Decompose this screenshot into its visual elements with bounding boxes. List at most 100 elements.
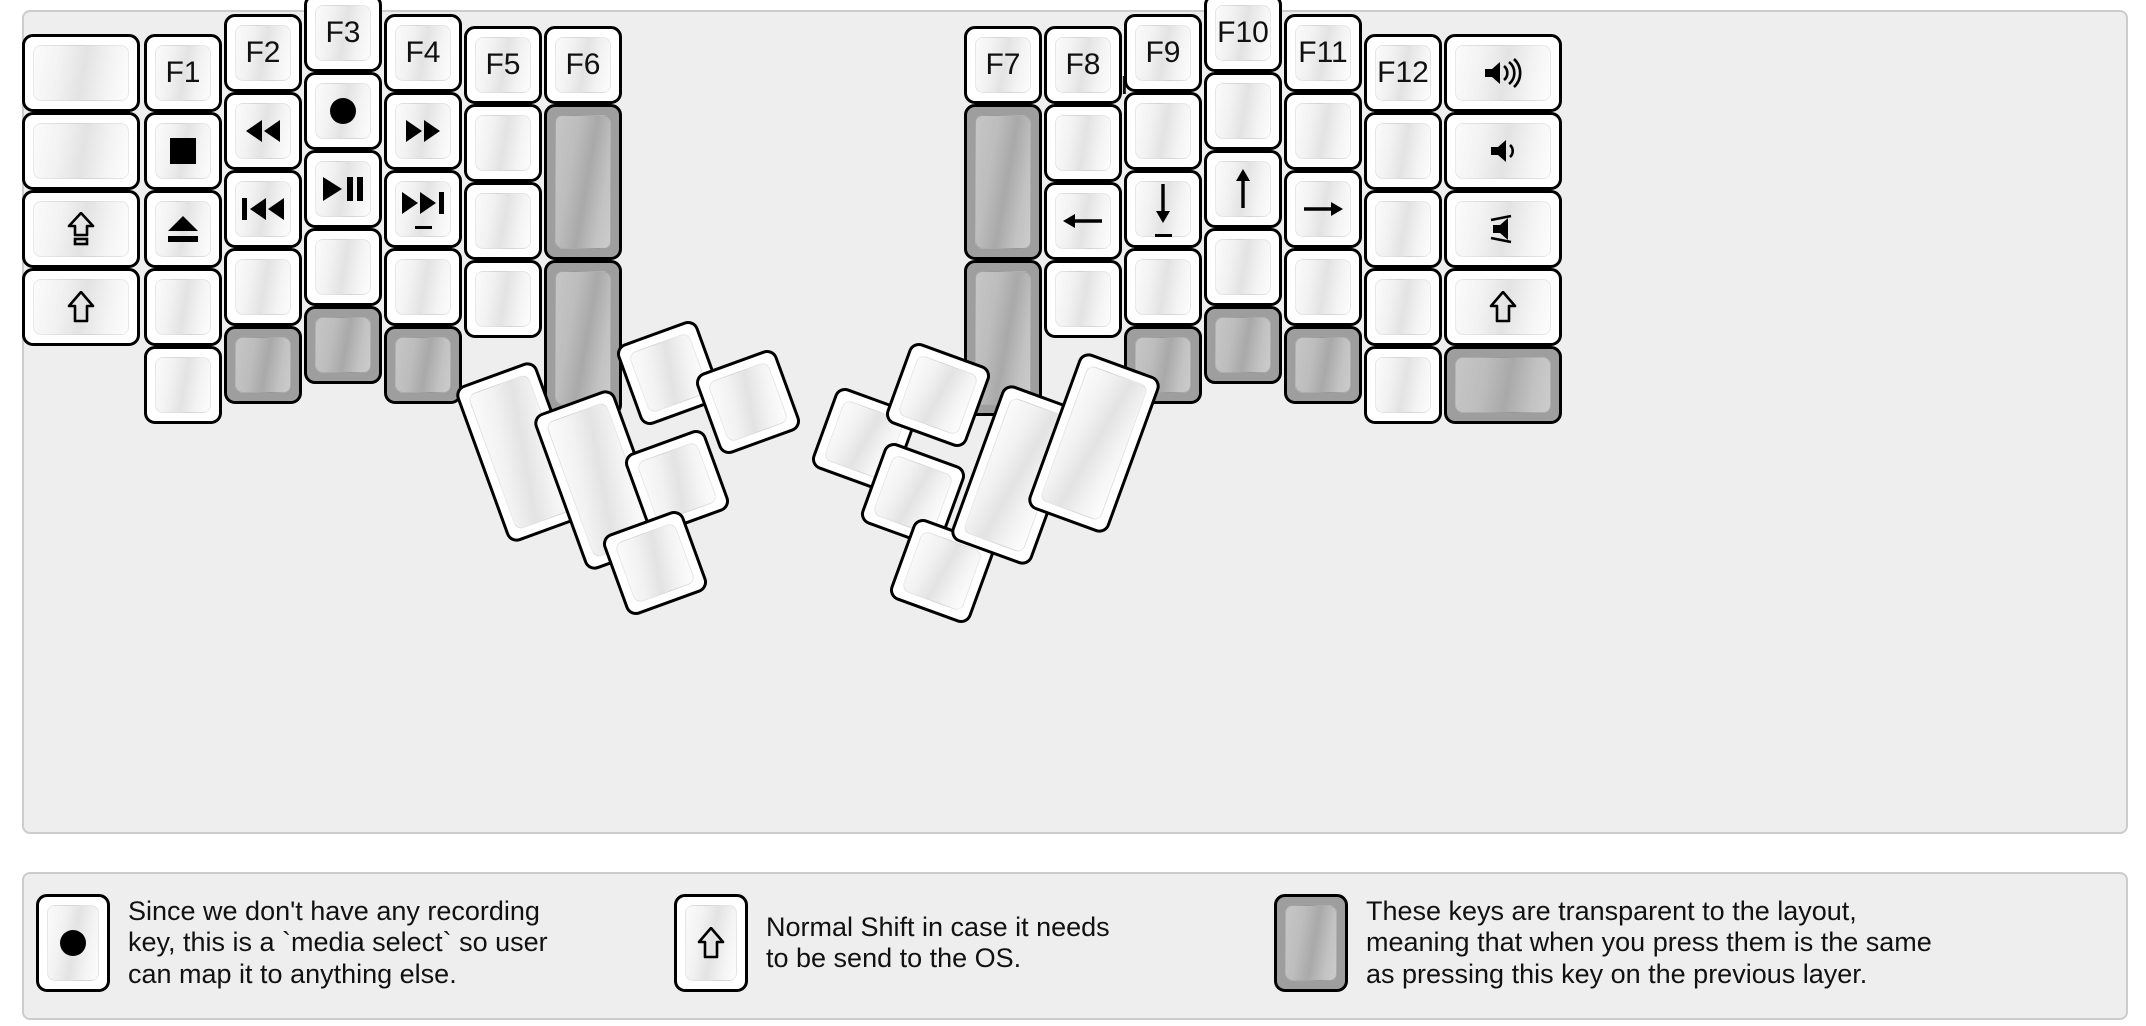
keycap [1375, 279, 1431, 335]
key-col-index-r1[interactable]: F9 [1124, 14, 1202, 92]
legend-bar: Since we don't have any recording key, t… [22, 872, 2128, 1020]
keycap [475, 271, 531, 327]
key-col-ring-r3[interactable] [224, 170, 302, 248]
key-col-pinky-r3[interactable] [144, 190, 222, 268]
keycap: F10 [1215, 5, 1271, 61]
key-col-ring-r5[interactable] [224, 326, 302, 404]
key-col-pinky-r5[interactable] [1364, 346, 1442, 424]
key-col-index-r5[interactable] [384, 326, 462, 404]
keycap: F3 [315, 5, 371, 61]
keycap [1215, 239, 1271, 295]
keycap [555, 271, 611, 405]
key-col-pinky-outer-r3[interactable] [1444, 190, 1562, 268]
key-col-index-r1[interactable]: F4 [384, 14, 462, 92]
key-col-middle-r5[interactable] [304, 306, 382, 384]
legend-text: Normal Shift in case it needs to be send… [766, 911, 1110, 973]
key-col-middle-r4[interactable] [304, 228, 382, 306]
key-col-innermost-r2[interactable] [964, 104, 1042, 260]
keycap [1375, 123, 1431, 179]
key-col-middle-r2[interactable] [304, 72, 382, 150]
key-col-middle-r3[interactable] [304, 150, 382, 228]
key-col-innermost-r1[interactable]: F7 [964, 26, 1042, 104]
key-col-ring-r5[interactable] [1284, 326, 1362, 404]
key-col-index-r3[interactable] [1124, 170, 1202, 248]
volume-up-icon [1481, 58, 1525, 88]
key-col-middle-r2[interactable] [1204, 72, 1282, 150]
key-col-inner-r1[interactable]: F5 [464, 26, 542, 104]
key-col-pinky-r1[interactable]: F12 [1364, 34, 1442, 112]
key-col-pinky-r2[interactable] [144, 112, 222, 190]
key-col-pinky-r4[interactable] [1364, 268, 1442, 346]
key-col-inner-r1[interactable]: F8 [1044, 26, 1122, 104]
key-col-ring-r2[interactable] [1284, 92, 1362, 170]
key-col-ring-r4[interactable] [224, 248, 302, 326]
key-col-ring-r2[interactable] [224, 92, 302, 170]
keycap [1295, 103, 1351, 159]
key-col-index-r3[interactable] [384, 170, 462, 248]
key-col-middle-r1[interactable]: F3 [304, 0, 382, 72]
legend-key-1[interactable] [36, 894, 110, 992]
keycap [1375, 357, 1431, 413]
key-col-inner-r3[interactable] [464, 182, 542, 260]
keycap [235, 337, 291, 393]
key-col-pinky-r4[interactable] [144, 268, 222, 346]
key-col-ring-r1[interactable]: F11 [1284, 14, 1362, 92]
key-col-index-r4[interactable] [1124, 248, 1202, 326]
keycap [1285, 905, 1337, 981]
keycap [1055, 115, 1111, 171]
media-eject-icon [165, 214, 201, 244]
key-col-middle-r4[interactable] [1204, 228, 1282, 306]
key-label: F6 [565, 48, 601, 81]
keycap [1055, 271, 1111, 327]
legend-key-sample [674, 894, 748, 992]
key-col-middle-r5[interactable] [1204, 306, 1282, 384]
keycap [1055, 193, 1111, 249]
key-col-inner-r4[interactable] [464, 260, 542, 338]
key-col-pinky-outer-r3[interactable] [22, 190, 140, 268]
key-col-pinky-outer-r4[interactable] [22, 268, 140, 346]
key-col-pinky-outer-r2[interactable] [1444, 112, 1562, 190]
keycap [1295, 181, 1351, 237]
legend-key-sample [36, 894, 110, 992]
key-col-index-r2[interactable] [1124, 92, 1202, 170]
key-col-middle-r3[interactable] [1204, 150, 1282, 228]
keycap [395, 337, 451, 393]
key-col-index-r2[interactable] [384, 92, 462, 170]
legend-text: These keys are transparent to the layout… [1366, 896, 1932, 989]
key-col-inner-r4[interactable] [1044, 260, 1122, 338]
keycap [235, 181, 291, 237]
key-col-pinky-r5[interactable] [144, 346, 222, 424]
key-col-middle-r1[interactable]: F10 [1204, 0, 1282, 72]
keycap [1295, 337, 1351, 393]
key-col-innermost-r1[interactable]: F6 [544, 26, 622, 104]
media-rewind-icon [243, 118, 283, 144]
key-col-pinky-outer-r4[interactable] [1444, 268, 1562, 346]
key-col-index-r4[interactable] [384, 248, 462, 326]
keycap [1135, 181, 1191, 237]
key-col-ring-r3[interactable] [1284, 170, 1362, 248]
keycap [475, 193, 531, 249]
key-col-pinky-outer-r2[interactable] [22, 112, 140, 190]
key-col-pinky-outer-r1[interactable] [1444, 34, 1562, 112]
key-col-inner-r2[interactable] [464, 104, 542, 182]
legend-key-3[interactable] [1274, 894, 1348, 992]
key-col-inner-r2[interactable] [1044, 104, 1122, 182]
keycap [1215, 83, 1271, 139]
keycap [155, 123, 211, 179]
key-col-pinky-r1[interactable]: F1 [144, 34, 222, 112]
key-col-innermost-r2[interactable] [544, 104, 622, 260]
key-col-pinky-outer-r5[interactable] [1444, 346, 1562, 424]
key-col-ring-r4[interactable] [1284, 248, 1362, 326]
keycap: F2 [235, 25, 291, 81]
key-col-ring-r1[interactable]: F2 [224, 14, 302, 92]
key-col-pinky-r2[interactable] [1364, 112, 1442, 190]
media-record-icon [326, 94, 360, 128]
legend-key-2[interactable] [674, 894, 748, 992]
key-col-pinky-r3[interactable] [1364, 190, 1442, 268]
keycap [1295, 259, 1351, 315]
keycap: F9 [1135, 25, 1191, 81]
key-col-pinky-outer-r1[interactable] [22, 34, 140, 112]
key-label: F10 [1217, 16, 1269, 49]
key-col-inner-r3[interactable] [1044, 182, 1122, 260]
